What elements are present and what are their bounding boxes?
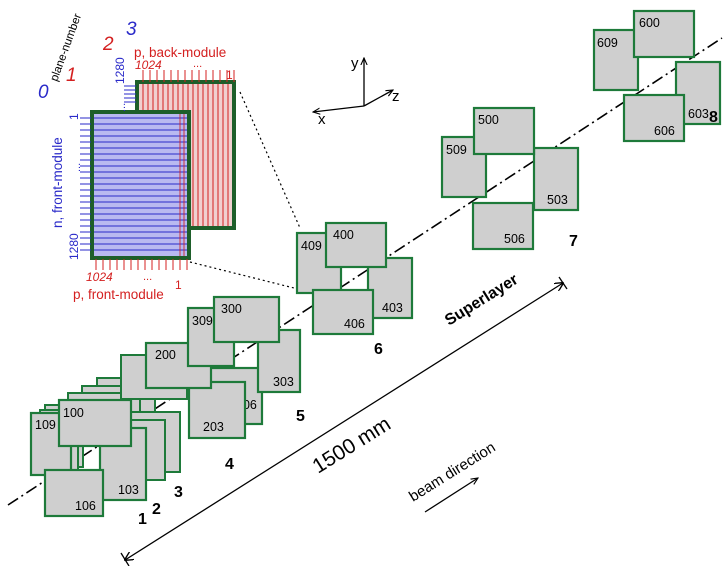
station-5-group: 309 303 300 [186, 295, 302, 394]
module-600 [632, 9, 696, 59]
plane-0-digit: 0 [38, 82, 49, 103]
station-2-label: 2 [152, 501, 161, 518]
coordinate-axes [313, 58, 393, 112]
station-1-3-group: 109 103 106 100 [29, 377, 181, 518]
module-303-label: 303 [273, 375, 294, 389]
module-409-label: 409 [301, 239, 322, 253]
module-100 [57, 398, 133, 448]
back-top-left-label: 1024 [135, 58, 162, 72]
front-module-p-label: p, front-module [73, 287, 164, 302]
station-8-group: 609 603 606 600 [592, 9, 722, 143]
station-7-label: 7 [569, 233, 578, 250]
module-406-label: 406 [344, 317, 365, 331]
module-309-label: 309 [192, 314, 213, 328]
station-7-group: 509 503 506 500 [440, 106, 580, 251]
module-400 [324, 221, 388, 269]
back-module-label: p, back-module [134, 45, 226, 60]
module-106-label: 106 [75, 499, 96, 513]
inset-detector: plane-number 0 1 2 3 p, back-module 1024… [38, 12, 236, 302]
front-module-red-strips [179, 114, 185, 256]
zoom-line-top [239, 91, 301, 229]
station-5-label: 5 [296, 408, 305, 425]
back-side-top-label: 1280 [113, 57, 127, 84]
axis-y-label: y [351, 55, 359, 72]
module-400-label: 400 [333, 228, 354, 242]
module-503-label: 503 [547, 193, 568, 207]
module-509-label: 509 [446, 143, 467, 157]
front-module-n-label: n, front-module [50, 137, 65, 228]
beam-direction-arrow [424, 478, 478, 513]
back-top-right-label: 1 [226, 68, 233, 82]
plane-3-digit: 3 [126, 19, 137, 40]
back-module-readout-ticks [142, 70, 235, 82]
module-203 [187, 380, 247, 440]
back-side-dots-label: ... [116, 103, 128, 112]
front-bottom-right-label: 1 [175, 278, 182, 292]
module-600-label: 600 [639, 16, 660, 30]
plane-2-digit: 2 [102, 34, 114, 55]
beam-direction-label: beam direction [406, 439, 498, 506]
station-4-group: 206 203 200 [120, 341, 264, 440]
distance-tick-end [558, 276, 568, 290]
axis-x-label: x [318, 111, 326, 128]
module-403-label: 403 [382, 301, 403, 315]
back-top-dots-label: ... [193, 58, 202, 70]
module-100-label: 100 [63, 406, 84, 420]
module-109-label: 109 [35, 418, 56, 432]
front-side-bottom-label: 1280 [67, 233, 81, 260]
front-module-side-ticks [80, 117, 91, 251]
module-500-label: 500 [478, 113, 499, 127]
station-1-label: 1 [138, 511, 147, 528]
module-609 [592, 28, 640, 92]
module-300 [212, 295, 281, 344]
front-side-dots-label: ... [71, 163, 83, 172]
front-bottom-dots-label: ... [143, 271, 152, 283]
module-103-label: 103 [118, 483, 139, 497]
plane-1-digit: 1 [66, 65, 77, 86]
module-200-label: 200 [155, 348, 176, 362]
module-609-label: 609 [597, 36, 618, 50]
front-module [90, 110, 191, 260]
module-606 [622, 93, 686, 143]
station-6-label: 6 [374, 341, 383, 358]
front-bottom-left-label: 1024 [86, 270, 113, 284]
distance-tick-start [120, 552, 130, 566]
distance-label: 1500 mm [308, 412, 394, 478]
module-603-label: 603 [688, 107, 709, 121]
distance-arrow [125, 283, 563, 560]
module-506 [471, 201, 535, 251]
station-8-label: 8 [709, 109, 718, 126]
station-6-group: 409 403 406 400 [295, 221, 414, 336]
front-module-strips [94, 117, 187, 251]
module-500 [472, 106, 536, 156]
module-506-label: 506 [504, 232, 525, 246]
module-406 [311, 288, 375, 336]
superlayer-label: Superlayer [442, 271, 521, 329]
module-503 [532, 146, 580, 212]
station-3-label: 3 [174, 484, 183, 501]
module-300-label: 300 [221, 302, 242, 316]
front-module-bottom-ticks [95, 259, 188, 270]
module-606-label: 606 [654, 124, 675, 138]
module-106 [43, 468, 105, 518]
module-203-label: 203 [203, 420, 224, 434]
front-side-top-label: 1 [67, 113, 81, 120]
axis-z-label: z [392, 88, 400, 105]
station-4-label: 4 [225, 456, 234, 473]
back-module-side-ticks [124, 85, 136, 103]
zoom-line-bottom [189, 261, 319, 295]
